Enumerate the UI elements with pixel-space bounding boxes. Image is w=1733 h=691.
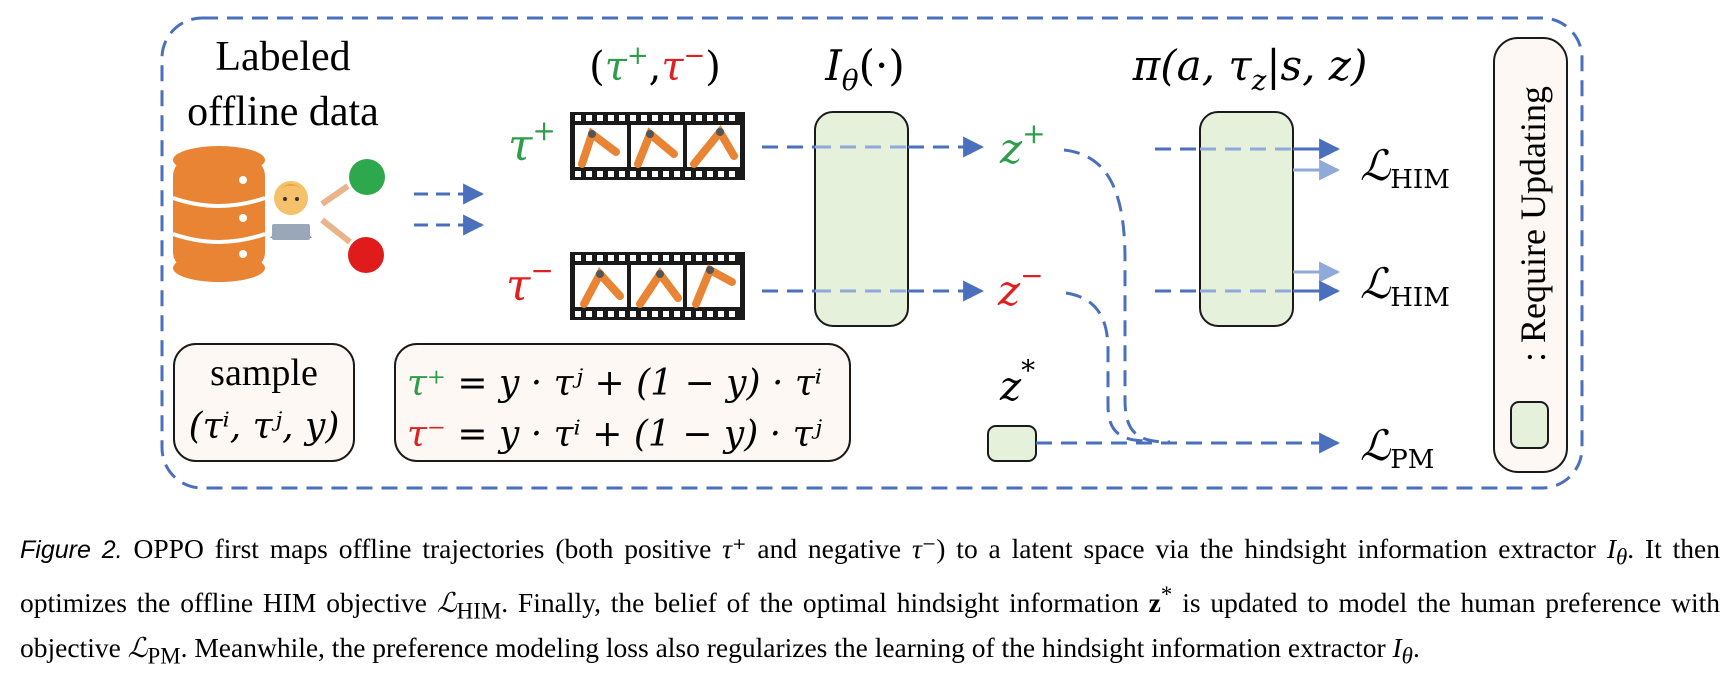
caption-extractor2-sub: θ — [1401, 643, 1413, 669]
caption-part4: . It then optimizes the offline HIM obje… — [20, 533, 1720, 618]
path-z-neg-to-pm — [1065, 291, 1146, 443]
negative-dot-icon — [348, 237, 384, 273]
sample-box-line2: (τⁱ, τʲ, y) — [189, 406, 340, 447]
caption-part8: . — [1412, 632, 1420, 664]
human-labeler-icon — [270, 181, 312, 240]
caption-part6: is updated to model the human preference… — [20, 586, 1721, 664]
data-title-line1: Labeled — [215, 34, 350, 80]
sample-box-line1: sample — [210, 352, 318, 394]
caption-loss-him: ℒ — [436, 586, 457, 619]
caption-part2: and negative — [746, 533, 912, 564]
label-line-negative — [320, 217, 352, 245]
z-positive-label: z+ — [999, 117, 1046, 173]
loss-pm: ℒPM — [1360, 421, 1434, 475]
policy-module — [1199, 111, 1294, 327]
caption-extractor-sub: θ — [1615, 544, 1628, 570]
caption-loss-pm-sub: PM — [147, 643, 181, 669]
caption-part1: OPPO first maps offline trajectories (bo… — [122, 533, 723, 564]
caption-extractor2: I — [1392, 632, 1402, 664]
pair-label: (τ+,τ−) — [589, 41, 721, 90]
data-title-line2: offline data — [187, 89, 379, 135]
database-icon — [172, 146, 266, 282]
loss-him-bottom: ℒHIM — [1360, 259, 1450, 313]
caption-zstar-sup: * — [1160, 581, 1173, 607]
figure-caption: Figure 2. OPPO first maps offline trajec… — [20, 530, 1720, 675]
loss-him-top: ℒHIM — [1360, 141, 1450, 195]
tau-positive-label: τ+ — [508, 114, 556, 171]
caption-extractor: I — [1606, 533, 1616, 564]
extractor-label: Iθ(·) — [824, 41, 905, 97]
policy-label: π(a, τz|s, z) — [1132, 41, 1368, 97]
outer-frame — [160, 16, 1584, 490]
sample-box — [173, 343, 355, 462]
z-star-label: z* — [999, 354, 1035, 410]
formula-line2: τ⁻ = y · τⁱ + (1 − y) · τʲ — [407, 414, 822, 455]
oppo-diagram: Labeled offline data (τ+,τ−) τ+ τ− — [160, 16, 1584, 490]
caption-label: Figure 2. — [20, 536, 123, 564]
caption-loss-him-sub: HIM — [456, 598, 502, 624]
legend-box — [1493, 37, 1568, 473]
formula-box — [394, 343, 851, 462]
caption-part5: . Finally, the belief of the optimal hin… — [501, 586, 1149, 618]
extractor-module — [814, 111, 909, 327]
film-strip-positive-icon — [570, 112, 745, 180]
caption-tau-pos: τ⁺ — [722, 533, 747, 564]
formula-line1: τ⁺ = y · τʲ + (1 − y) · τⁱ — [407, 363, 822, 404]
positive-dot-icon — [349, 159, 385, 195]
legend-swatch — [1510, 401, 1549, 449]
caption-zstar: z — [1148, 586, 1161, 618]
caption-loss-pm: ℒ — [127, 632, 148, 665]
caption-part3: ) to a latent space via the hindsight in… — [936, 533, 1607, 564]
legend-text: : Require Updating — [1513, 86, 1553, 362]
caption-tau-neg: τ⁻ — [911, 533, 937, 564]
label-line-positive — [320, 183, 350, 207]
z-star-module — [987, 425, 1037, 462]
film-strip-negative-icon — [570, 252, 745, 320]
tau-negative-label: τ− — [506, 254, 554, 311]
path-z-pos-to-pm — [1063, 148, 1171, 444]
caption-part7: . Meanwhile, the preference modeling los… — [180, 632, 1393, 664]
z-negative-label: z− — [997, 259, 1044, 315]
